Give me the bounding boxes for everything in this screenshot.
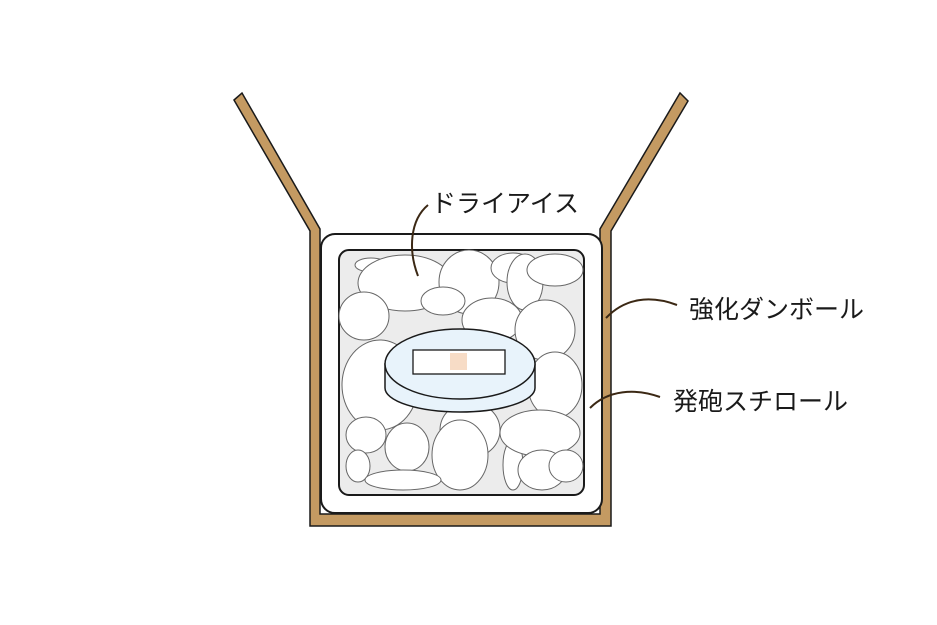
dry-ice-leader xyxy=(411,204,429,277)
sample-container xyxy=(384,328,536,413)
cardboard-leader xyxy=(605,298,678,319)
sample-mark xyxy=(450,353,467,370)
styrofoam-label: 発砲スチロール xyxy=(673,387,849,416)
dry-ice-label: ドライアイス xyxy=(431,189,580,218)
styrofoam-leader xyxy=(589,390,661,409)
cardboard-label: 強化ダンボール xyxy=(689,295,865,324)
cardboard-box xyxy=(233,91,689,527)
